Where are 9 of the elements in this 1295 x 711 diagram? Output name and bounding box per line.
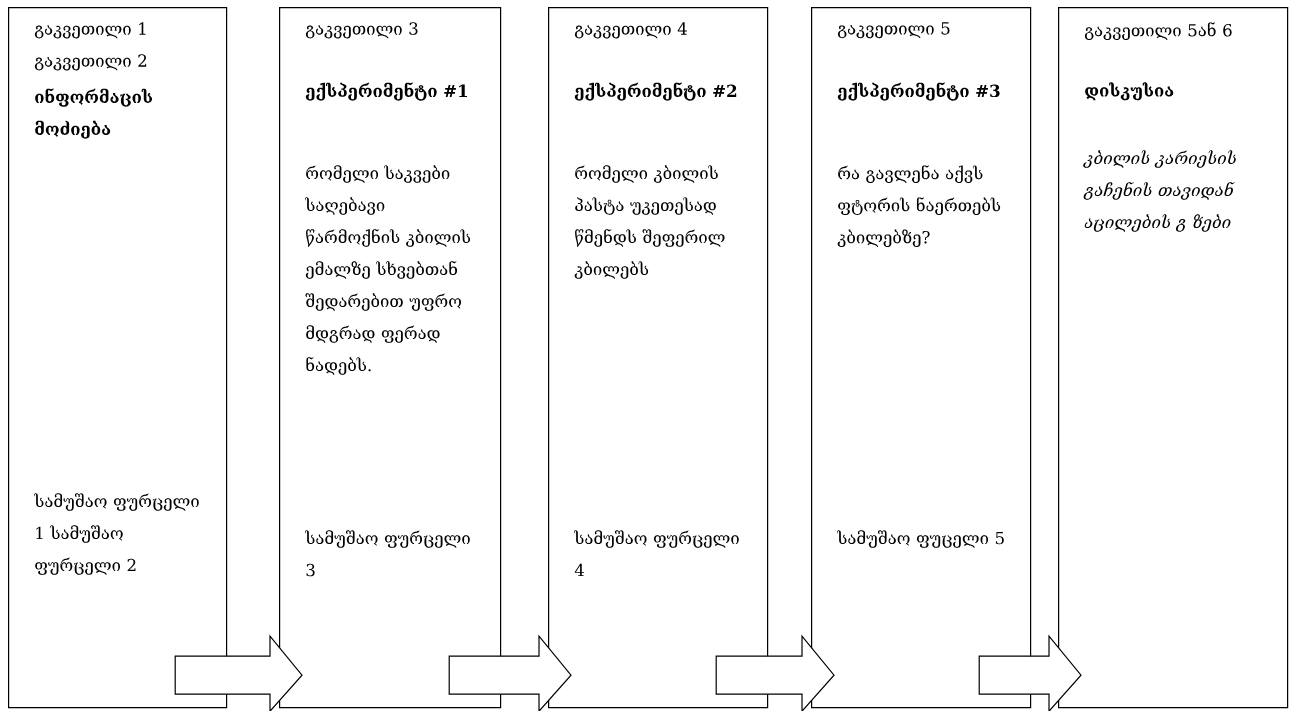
lesson-panel: გაკვეთილი 1 გაკვეთილი 2 ინფორმაცის მოძიება სამუშაო ფურცელი 1 სამუშაო ფურცელი 2 [8, 7, 228, 709]
lesson-panel: გაკვეთილი 5ან 6 დისკუსია კბილის კარიესის გაჩენის თავიდან აცილების გ ზები [1058, 7, 1289, 709]
block-arrow [174, 634, 303, 711]
block-arrow [978, 634, 1082, 711]
block-arrow [715, 634, 835, 711]
lesson-panel: გაკვეთილი 4 ექსპერიმენტი #2 რომელი კბილის პასტა უკეთესად წმენდს შეფერილ კბილებს სამუშაო ფურცელი 4 [548, 7, 769, 709]
lesson-panel: გაკვეთილი 3 ექსპერიმენტი #1 რომელი საკვები საღებავი წარმოქნის კბილის ემალზე სხვებთან შედარებით უფრო მდგრად ფერად ნადებს. სამუშაო ფურცელი 3 [279, 7, 502, 709]
block-arrow [448, 634, 572, 711]
lesson-panel: გაკვეთილი 5 ექსპერიმენტი #3 რა გავლენა აქვს ფტორის ნაერთებს კბილებზე? სამუშაო ფუცელი 5 [811, 7, 1032, 709]
